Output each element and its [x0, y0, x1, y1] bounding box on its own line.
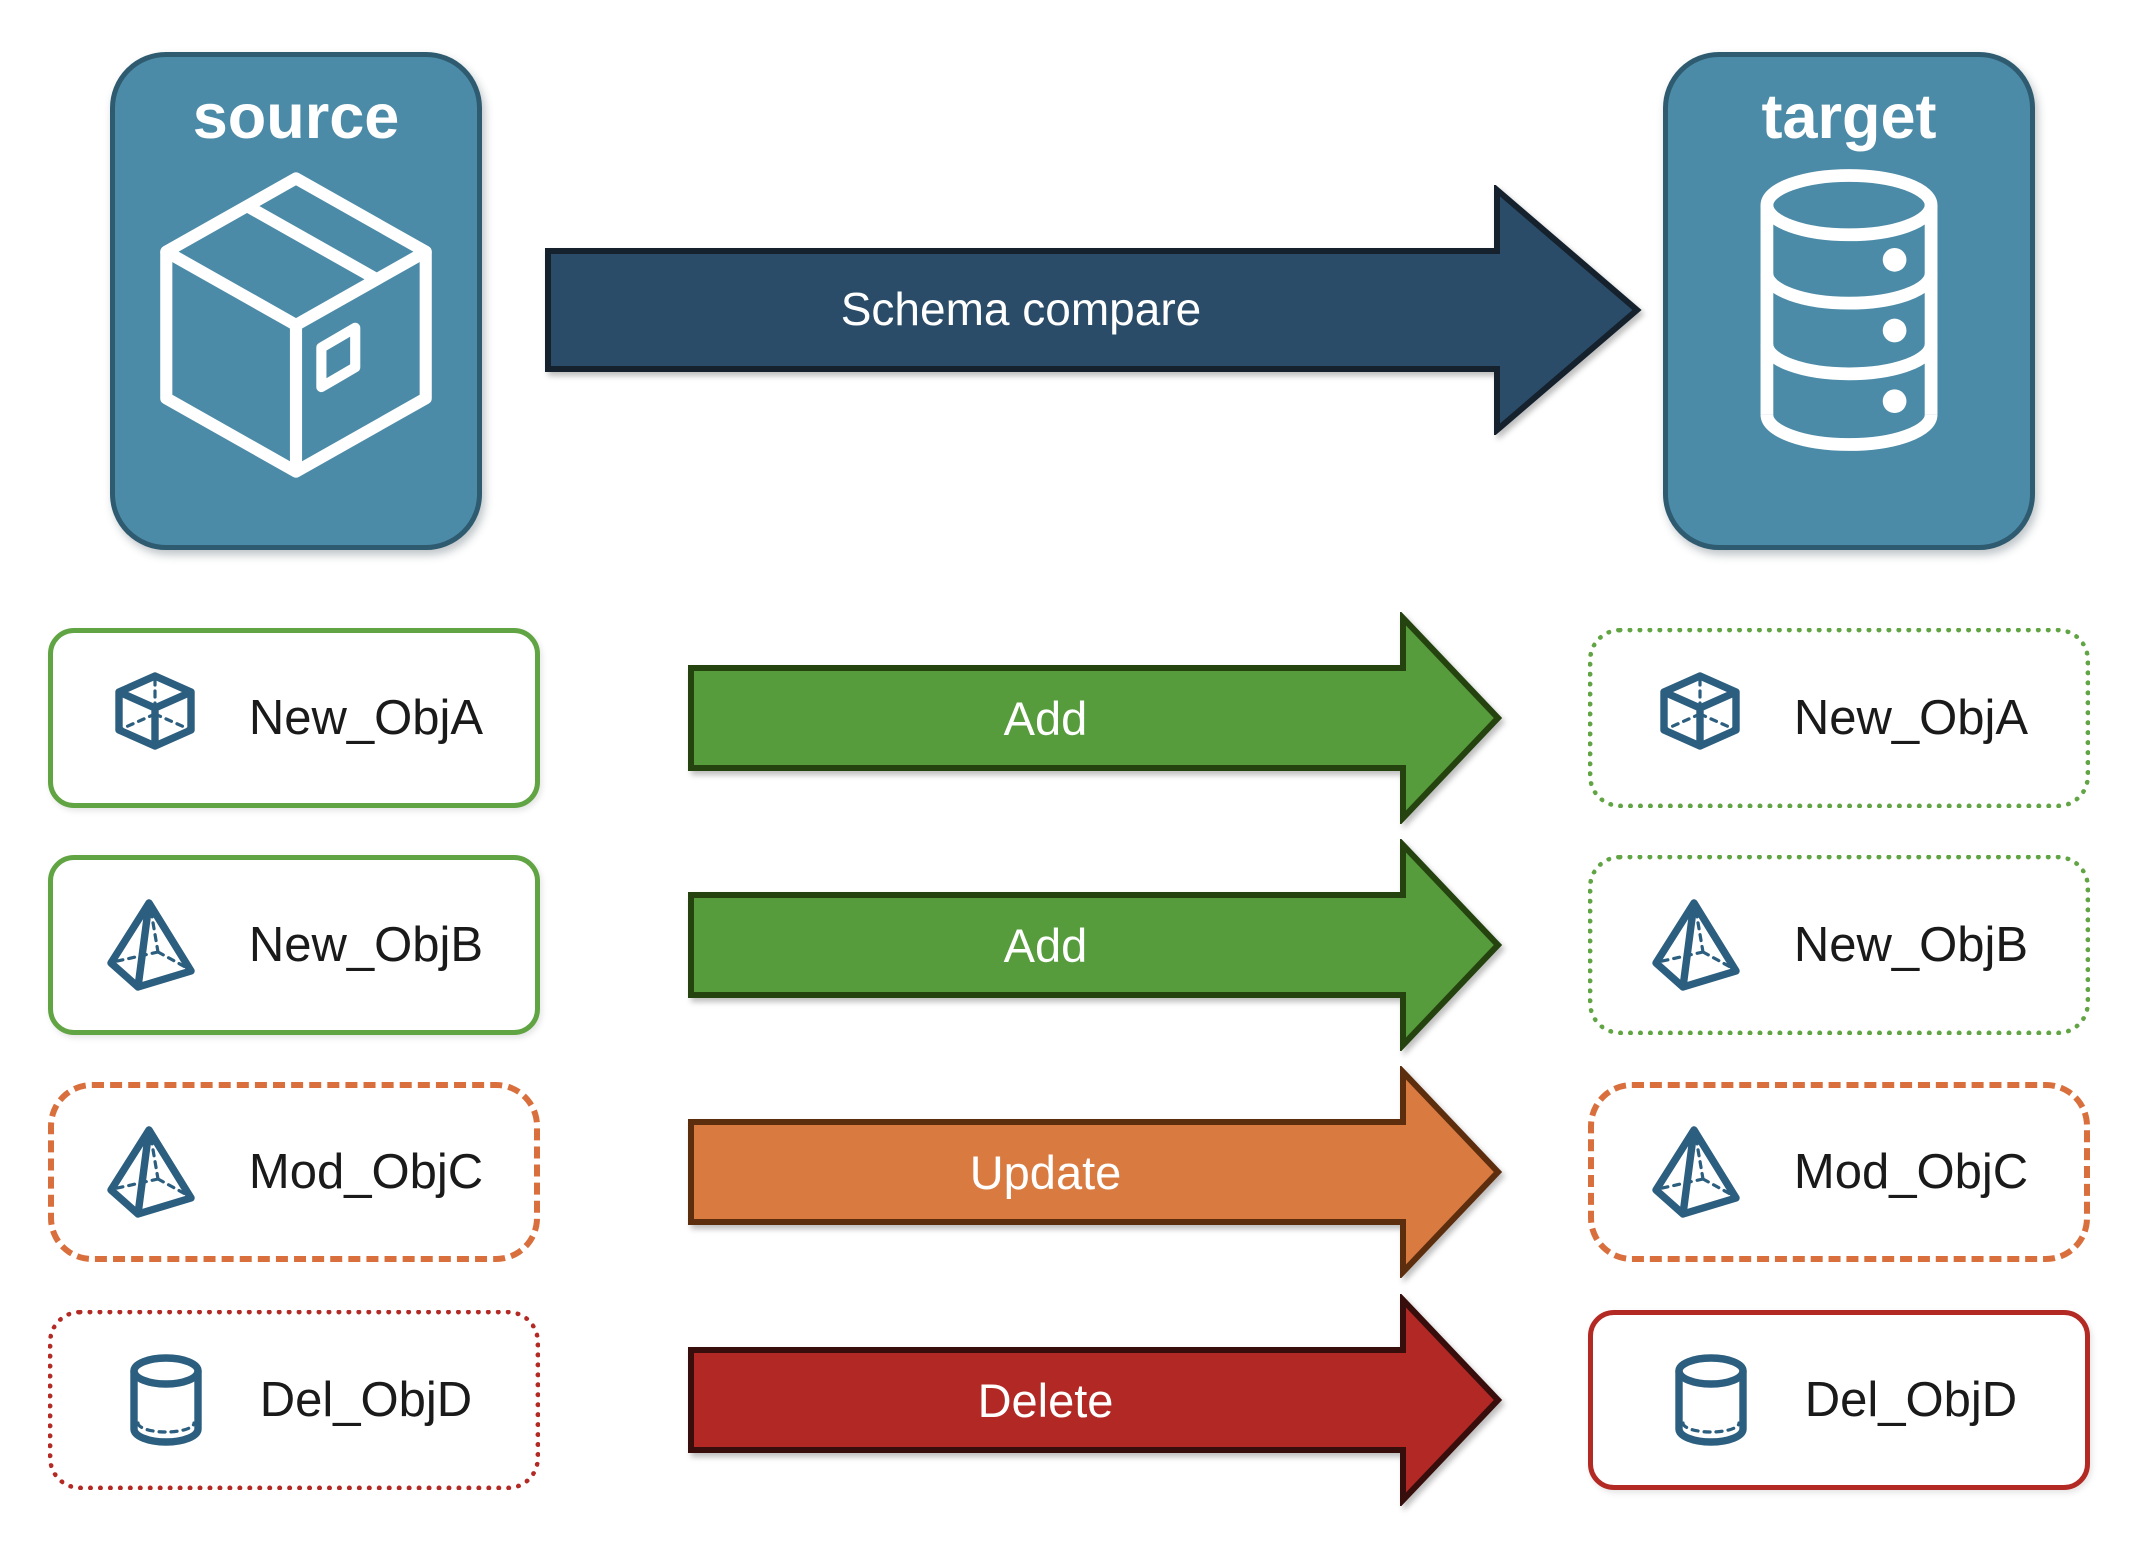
delete-arrow [688, 1294, 1503, 1506]
object-name: New_ObjB [1793, 918, 2029, 972]
database-icon [1760, 169, 1938, 452]
pyramid-icon [1650, 895, 1750, 995]
pyramid-icon [105, 895, 205, 995]
cylinder-icon [1661, 1350, 1761, 1450]
add-arrow [688, 839, 1503, 1051]
add-arrow-label: Add [1003, 691, 1088, 745]
add-arrow-label: Add [1003, 918, 1088, 972]
object-name: Mod_ObjC [1793, 1145, 2029, 1199]
package-box-icon [160, 172, 432, 478]
add-arrow [688, 612, 1503, 824]
object-name: Mod_ObjC [248, 1145, 484, 1199]
target-object-box: Mod_ObjC [1588, 1082, 2090, 1262]
update-arrow [688, 1066, 1503, 1278]
target-object-box: New_ObjA [1588, 628, 2090, 808]
update-arrow-label: Update [969, 1145, 1122, 1199]
source-object-box: New_ObjB [48, 855, 540, 1035]
source-object-box: New_ObjA [48, 628, 540, 808]
source-panel-title: source [192, 82, 400, 152]
object-name: New_ObjB [248, 918, 484, 972]
object-name: New_ObjA [1793, 691, 2029, 745]
target-panel-title: target [1761, 82, 1937, 152]
source-object-box: Del_ObjD [48, 1310, 540, 1490]
pyramid-icon [1650, 1122, 1750, 1222]
object-name: New_ObjA [248, 691, 484, 745]
source-object-box: Mod_ObjC [48, 1082, 540, 1262]
target-object-box: Del_ObjD [1588, 1310, 2090, 1490]
object-name: Del_ObjD [259, 1373, 473, 1427]
target-panel: target [1663, 52, 2035, 550]
delete-arrow-label: Delete [977, 1373, 1114, 1427]
schema-compare-arrow-label: Schema compare [840, 283, 1202, 335]
target-object-box: New_ObjB [1588, 855, 2090, 1035]
object-name: Del_ObjD [1804, 1373, 2018, 1427]
cube-icon [1650, 668, 1750, 768]
source-panel: source [110, 52, 482, 550]
schema-compare-arrow [545, 185, 1642, 435]
cylinder-icon [116, 1350, 216, 1450]
pyramid-icon [105, 1122, 205, 1222]
cube-icon [105, 668, 205, 768]
